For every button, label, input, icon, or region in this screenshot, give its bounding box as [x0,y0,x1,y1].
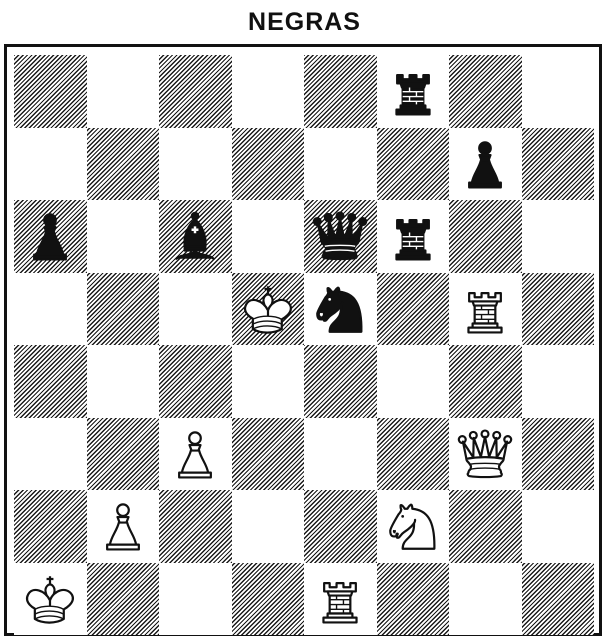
square-a4[interactable] [14,345,87,418]
square-d2[interactable] [232,490,305,563]
square-h4[interactable] [522,345,595,418]
square-a5[interactable] [14,273,87,346]
square-c3[interactable] [159,418,232,491]
square-a6[interactable] [14,200,87,273]
black-pawn-g7[interactable] [454,133,516,195]
square-g5[interactable] [449,273,522,346]
black-knight-e5[interactable] [309,278,371,340]
square-h6[interactable] [522,200,595,273]
square-g7[interactable] [449,128,522,201]
square-b6[interactable] [87,200,160,273]
square-f7[interactable] [377,128,450,201]
square-b5[interactable] [87,273,160,346]
square-a3[interactable] [14,418,87,491]
square-b8[interactable] [87,55,160,128]
square-d6[interactable] [232,200,305,273]
square-d8[interactable] [232,55,305,128]
white-rook-g5[interactable] [454,278,516,340]
square-h8[interactable] [522,55,595,128]
square-e3[interactable] [304,418,377,491]
square-g8[interactable] [449,55,522,128]
square-f5[interactable] [377,273,450,346]
square-e6[interactable] [304,200,377,273]
square-f8[interactable] [377,55,450,128]
square-c2[interactable] [159,490,232,563]
square-e1[interactable] [304,563,377,636]
square-f2[interactable] [377,490,450,563]
black-rook-f6[interactable] [382,205,444,267]
square-a1[interactable] [14,563,87,636]
square-a2[interactable] [14,490,87,563]
square-e7[interactable] [304,128,377,201]
black-queen-e6[interactable] [309,205,371,267]
white-pawn-b2[interactable] [92,495,154,557]
square-b3[interactable] [87,418,160,491]
square-d7[interactable] [232,128,305,201]
square-g2[interactable] [449,490,522,563]
square-h2[interactable] [522,490,595,563]
square-b7[interactable] [87,128,160,201]
square-d1[interactable] [232,563,305,636]
square-c6[interactable] [159,200,232,273]
white-queen-g3[interactable] [454,423,516,485]
square-b4[interactable] [87,345,160,418]
square-e2[interactable] [304,490,377,563]
white-king-d5[interactable] [237,278,299,340]
chess-board [14,55,594,635]
square-d4[interactable] [232,345,305,418]
square-c7[interactable] [159,128,232,201]
white-knight-f2[interactable] [382,495,444,557]
white-rook-e1[interactable] [309,568,371,630]
square-f3[interactable] [377,418,450,491]
square-d5[interactable] [232,273,305,346]
square-b2[interactable] [87,490,160,563]
black-bishop-c6[interactable] [164,205,226,267]
square-g3[interactable] [449,418,522,491]
white-king-a1[interactable] [19,568,81,630]
square-e4[interactable] [304,345,377,418]
square-f1[interactable] [377,563,450,636]
square-f4[interactable] [377,345,450,418]
square-a7[interactable] [14,128,87,201]
black-rook-f8[interactable] [382,60,444,122]
square-e8[interactable] [304,55,377,128]
square-h5[interactable] [522,273,595,346]
square-g1[interactable] [449,563,522,636]
square-c1[interactable] [159,563,232,636]
square-h7[interactable] [522,128,595,201]
square-a8[interactable] [14,55,87,128]
square-f6[interactable] [377,200,450,273]
square-c4[interactable] [159,345,232,418]
white-pawn-c3[interactable] [164,423,226,485]
square-g4[interactable] [449,345,522,418]
board-title: NEGRAS [0,8,609,37]
square-h3[interactable] [522,418,595,491]
black-pawn-a6[interactable] [19,205,81,267]
square-c8[interactable] [159,55,232,128]
square-h1[interactable] [522,563,595,636]
square-b1[interactable] [87,563,160,636]
square-c5[interactable] [159,273,232,346]
square-e5[interactable] [304,273,377,346]
square-g6[interactable] [449,200,522,273]
square-d3[interactable] [232,418,305,491]
